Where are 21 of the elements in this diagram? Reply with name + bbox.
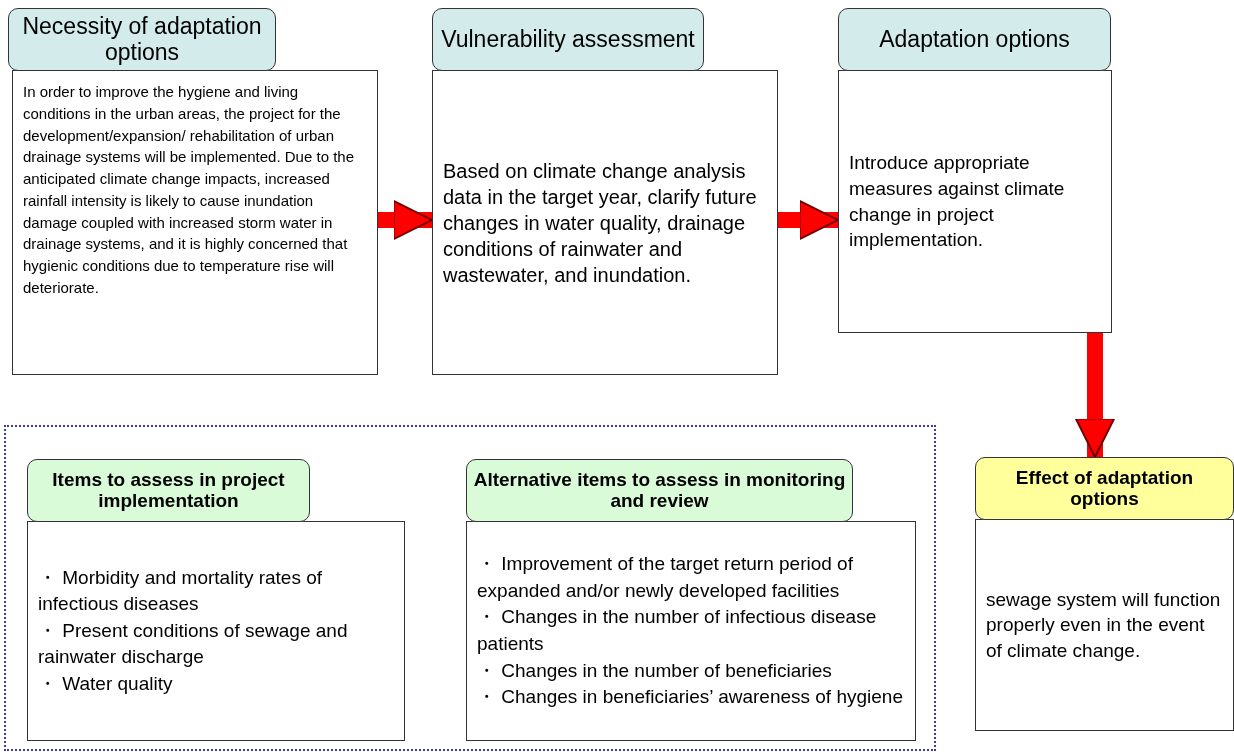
block-arrow — [378, 199, 433, 241]
block-arrow — [1074, 333, 1116, 458]
heading-tab: Adaptation options — [838, 8, 1111, 71]
list-item: ・ Changes in the number of beneficiaries — [477, 658, 833, 683]
heading-tab: Items to assess in project implementation — [27, 459, 310, 522]
list-item: ・ Water quality — [38, 671, 174, 696]
heading-tab: Necessity of adaptation options — [8, 8, 276, 71]
body-text: Based on climate change analysis data in the target year, clarify future changes in water quality, drainage conditions of rainwater and wastewater, and inundation. — [443, 158, 758, 288]
body-text: sewage system will function properly even in the event of climate change. — [986, 587, 1222, 663]
heading-tab: Effect of adaptation options — [975, 457, 1234, 520]
heading-tab: Alternative items to assess in monitoring and review — [466, 459, 853, 522]
list-item: ・ Morbidity and mortality rates of infectious diseases — [38, 565, 324, 617]
list-item: ・ Present conditions of sewage and rainwater discharge — [38, 618, 349, 670]
list-item: ・ Changes in beneficiaries’ awareness of hygiene — [477, 685, 904, 710]
heading-tab: Vulnerability assessment — [432, 8, 704, 71]
body-text: In order to improve the hygiene and living conditions in the urban areas, the project for the development/expansion/ rehabilitation of urban drainage systems will be implemented. Due to the anticipated climate change impacts, increased rainfall intensity is likely to cause inundation damage coupled with increased storm water in drainage systems, and it is highly concerned that hygienic conditions due to temperature rise will deteriorate. — [23, 82, 355, 298]
body-text: Introduce appropriate measures against climate change in project implementation. — [849, 151, 1066, 253]
block-arrow — [778, 199, 839, 241]
list-item: ・ Improvement of the target return period of expanded and/or newly developed facilities — [477, 552, 854, 603]
dotted-group-frame — [4, 425, 936, 751]
list-item: ・ Changes in the number of infectious disease patients — [477, 605, 878, 656]
